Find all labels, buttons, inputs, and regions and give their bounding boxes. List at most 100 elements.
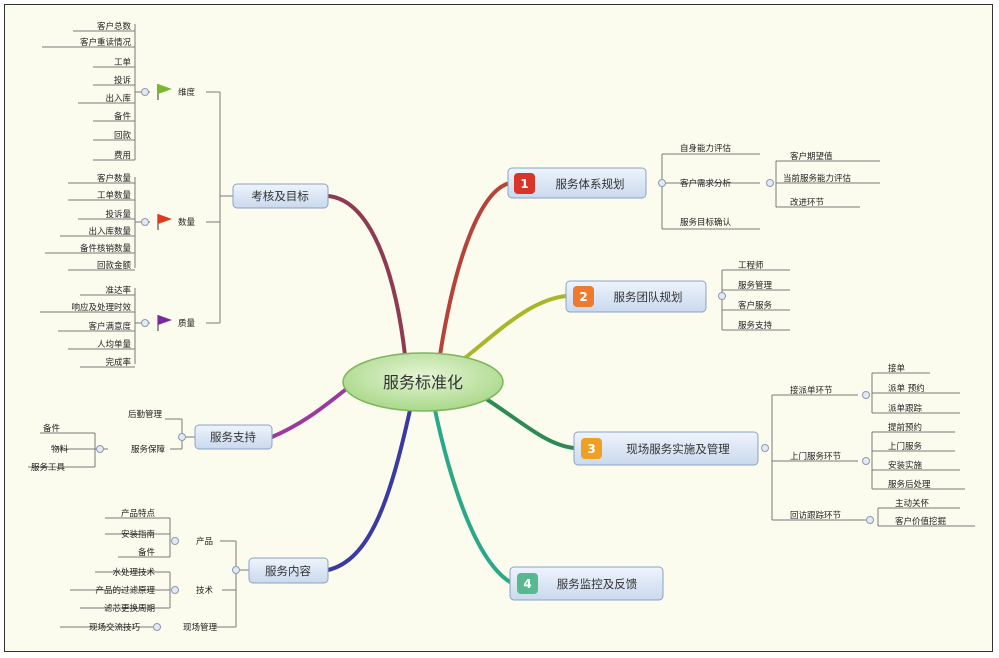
leaf-item[interactable]: 回款金额 bbox=[97, 260, 132, 271]
leaf-item[interactable]: 物料 bbox=[51, 444, 69, 455]
center-node[interactable]: 服务标准化 bbox=[342, 352, 504, 412]
leaf-item[interactable]: 服务工具 bbox=[31, 462, 66, 473]
badge-4 bbox=[517, 573, 538, 594]
node-onsite-label: 现场服务实施及管理 bbox=[626, 442, 730, 456]
support-guarantee-label[interactable]: 服务保障 bbox=[131, 444, 166, 455]
leaf-item[interactable]: 当前服务能力评估 bbox=[783, 173, 852, 184]
group-dimension-label[interactable]: 维度 bbox=[178, 87, 196, 98]
node-monitor-label: 服务监控及反馈 bbox=[557, 577, 638, 591]
leaf-item[interactable]: 响应及处理时效 bbox=[71, 302, 131, 313]
leaf-item[interactable]: 工程师 bbox=[738, 260, 764, 271]
main-branch-lines bbox=[270, 181, 576, 584]
badge-3-number: 3 bbox=[587, 442, 595, 456]
node-monitor[interactable]: 4 服务监控及反馈 bbox=[509, 566, 664, 601]
branch-line-support bbox=[270, 388, 347, 439]
node-system-label: 服务体系规划 bbox=[556, 177, 625, 191]
diagram-frame bbox=[4, 4, 993, 652]
group-quality-label[interactable]: 质量 bbox=[178, 318, 196, 329]
system-self-eval-label[interactable]: 自身能力评估 bbox=[680, 143, 732, 154]
node-assessment-label: 考核及目标 bbox=[251, 189, 309, 203]
system-goal-label[interactable]: 服务目标确认 bbox=[680, 217, 732, 228]
flag-icon bbox=[157, 315, 172, 331]
leaf-item[interactable]: 客户重读情况 bbox=[80, 37, 132, 48]
leaf-item[interactable]: 出入库 bbox=[105, 93, 131, 104]
badge-1-number: 1 bbox=[520, 177, 528, 191]
leaf-item[interactable]: 客户价值挖掘 bbox=[895, 516, 946, 527]
leaf-item[interactable]: 改进环节 bbox=[790, 197, 825, 208]
content-product-label[interactable]: 产品 bbox=[196, 536, 213, 547]
badge-3 bbox=[581, 438, 602, 459]
leaf-item[interactable]: 客户数量 bbox=[97, 173, 132, 184]
branch-line-system bbox=[438, 181, 512, 357]
branch-line-content bbox=[326, 408, 412, 572]
branch-line-monitor bbox=[433, 408, 512, 584]
junction-dots bbox=[96, 88, 874, 631]
leaf-item[interactable]: 客户期望值 bbox=[790, 151, 833, 162]
leaf-item[interactable]: 服务管理 bbox=[738, 280, 773, 291]
leaf-item[interactable]: 人均单量 bbox=[97, 339, 132, 350]
leaf-item[interactable]: 回款 bbox=[114, 130, 132, 141]
leaf-item[interactable]: 派单 预约 bbox=[888, 383, 925, 394]
leaf-item[interactable]: 费用 bbox=[114, 150, 131, 161]
badge-2-number: 2 bbox=[579, 290, 587, 304]
group-quantity-label[interactable]: 数量 bbox=[178, 217, 196, 228]
leaf-item[interactable]: 上门服务 bbox=[888, 441, 923, 452]
onsite-dispatch-label[interactable]: 接派单环节 bbox=[790, 385, 833, 396]
leaf-item[interactable]: 工单 bbox=[114, 57, 132, 68]
flag-icon bbox=[157, 84, 172, 100]
node-team[interactable]: 2 服务团队规划 bbox=[565, 280, 707, 313]
node-content-label: 服务内容 bbox=[265, 564, 311, 578]
onsite-followup-label[interactable]: 回访跟踪环节 bbox=[790, 510, 842, 521]
node-support[interactable]: 服务支持 bbox=[194, 424, 273, 450]
node-support-label: 服务支持 bbox=[210, 430, 256, 444]
node-onsite[interactable]: 3 现场服务实施及管理 bbox=[573, 431, 759, 466]
onsite-visit-label[interactable]: 上门服务环节 bbox=[790, 451, 842, 462]
node-system[interactable]: 1 服务体系规划 bbox=[507, 167, 647, 199]
support-backend-label[interactable]: 后勤管理 bbox=[128, 409, 163, 420]
badge-2 bbox=[573, 286, 594, 307]
leaf-item[interactable]: 滤芯更换周期 bbox=[104, 603, 155, 614]
leaf-item[interactable]: 出入库数量 bbox=[88, 226, 131, 237]
leaf-item[interactable]: 产品的过滤原理 bbox=[95, 585, 155, 596]
system-demand-label[interactable]: 客户需求分析 bbox=[680, 178, 732, 189]
leaf-item[interactable]: 投诉量 bbox=[105, 209, 131, 220]
leaf-item[interactable]: 服务支持 bbox=[738, 320, 773, 331]
leaf-item[interactable]: 水处理技术 bbox=[112, 567, 155, 578]
leaf-item[interactable]: 主动关怀 bbox=[895, 498, 930, 509]
leaf-item[interactable]: 备件 bbox=[43, 423, 61, 434]
center-title: 服务标准化 bbox=[383, 373, 463, 392]
leaf-item[interactable]: 接单 bbox=[888, 363, 906, 374]
leaf-item[interactable]: 工单数量 bbox=[97, 190, 132, 201]
badge-1 bbox=[514, 173, 535, 194]
content-field-label[interactable]: 现场管理 bbox=[183, 622, 218, 633]
branch-line-assessment bbox=[326, 194, 407, 357]
leaf-item[interactable]: 派单跟踪 bbox=[888, 403, 923, 414]
flag-icon bbox=[157, 214, 172, 230]
leaf-item[interactable]: 服务后处理 bbox=[888, 479, 931, 490]
leaf-item[interactable]: 产品特点 bbox=[121, 508, 156, 519]
branch-line-team bbox=[458, 294, 568, 364]
leaf-item[interactable]: 投诉 bbox=[114, 75, 132, 86]
leaf-item[interactable]: 提前预约 bbox=[888, 422, 922, 433]
flags bbox=[157, 84, 172, 331]
leaf-item[interactable]: 备件核销数量 bbox=[80, 243, 132, 254]
leaf-item[interactable]: 完成率 bbox=[105, 357, 131, 368]
leaf-item[interactable]: 准达率 bbox=[105, 285, 131, 296]
node-content[interactable]: 服务内容 bbox=[248, 557, 329, 584]
leaf-item[interactable]: 客户满意度 bbox=[88, 321, 131, 332]
node-assessment[interactable]: 考核及目标 bbox=[232, 183, 329, 209]
leaf-item[interactable]: 备件 bbox=[138, 547, 156, 558]
leaf-connectors bbox=[28, 24, 975, 628]
leaf-item[interactable]: 客户服务 bbox=[738, 300, 773, 311]
leaf-item[interactable]: 客户总数 bbox=[97, 21, 132, 32]
badge-4-number: 4 bbox=[523, 577, 531, 591]
node-team-label: 服务团队规划 bbox=[614, 290, 683, 304]
branch-line-onsite bbox=[478, 393, 576, 450]
leaf-item[interactable]: 备件 bbox=[114, 111, 132, 122]
leaf-item[interactable]: 现场交流技巧 bbox=[89, 622, 141, 633]
leaf-item[interactable]: 安装指南 bbox=[121, 529, 155, 540]
leaf-item[interactable]: 安装实施 bbox=[888, 460, 923, 471]
content-tech-label[interactable]: 技术 bbox=[196, 585, 214, 596]
